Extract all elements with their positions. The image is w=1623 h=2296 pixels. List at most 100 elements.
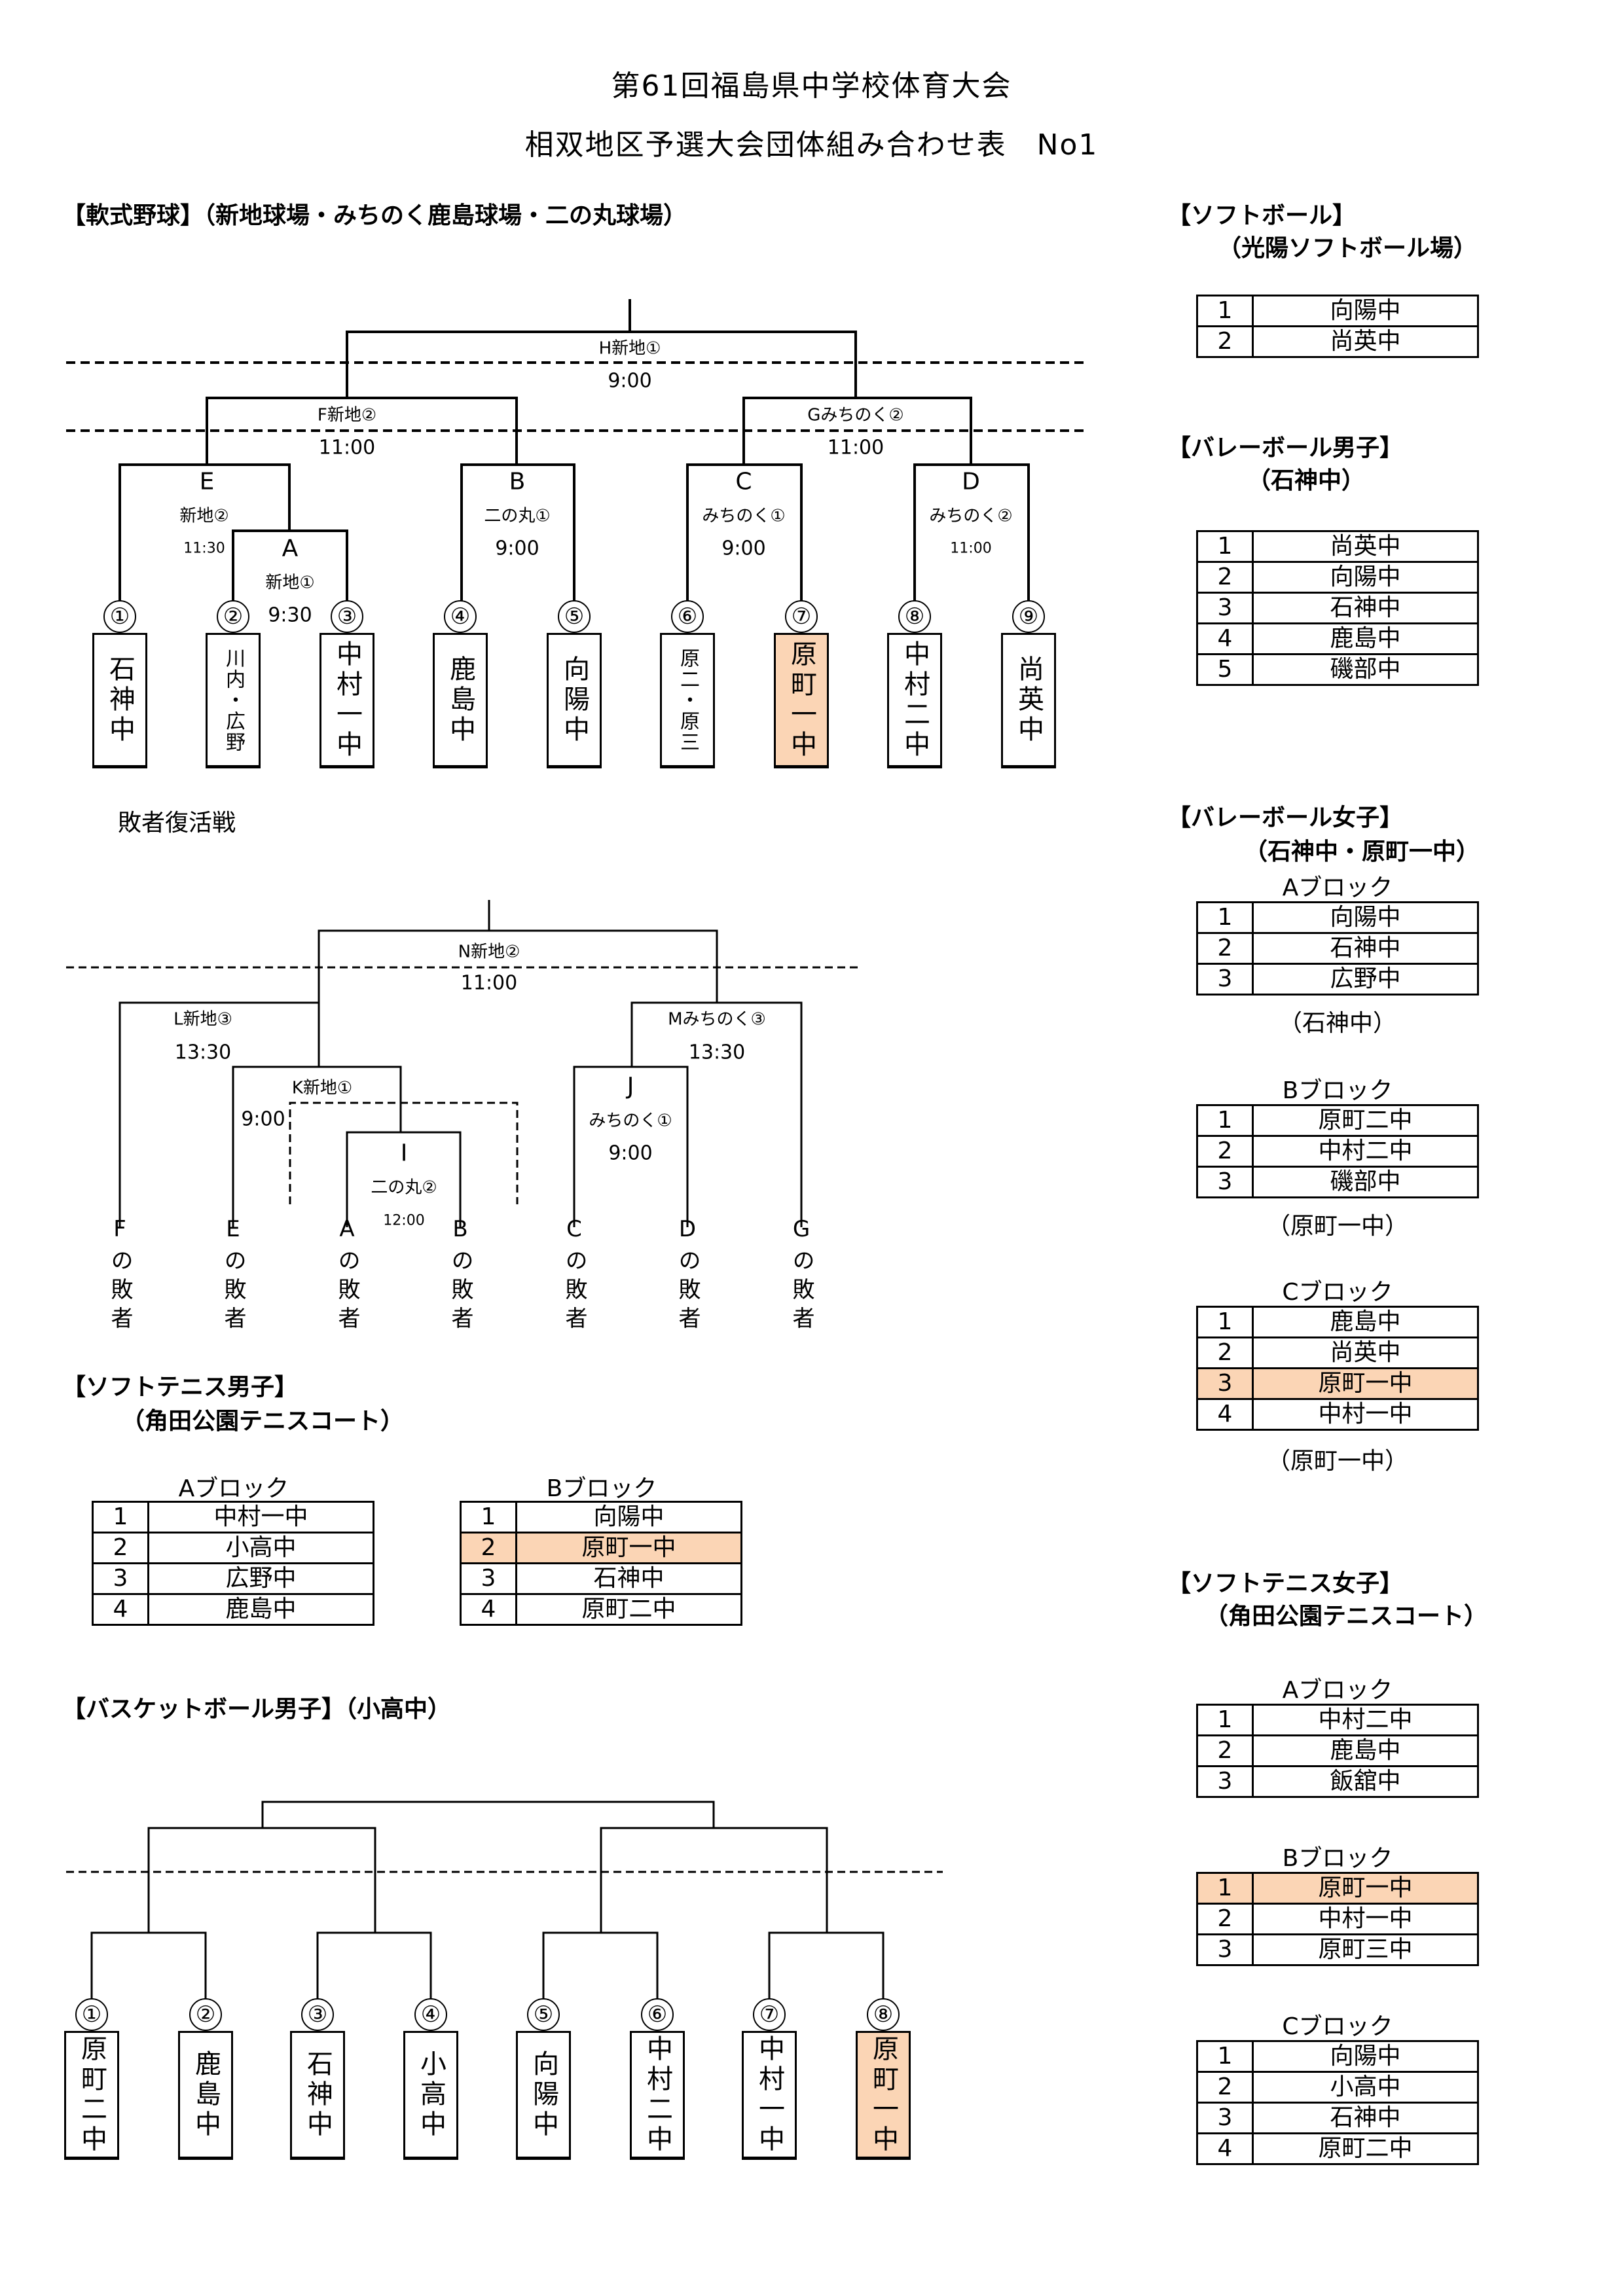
row-team: 広野中 [1252, 963, 1479, 996]
baseball-seed-1: ① [103, 600, 136, 633]
baseball-team-box: 原二・原三 [660, 633, 715, 768]
row-number: 3 [92, 1562, 149, 1595]
bb-qf-2 [316, 1931, 432, 2001]
block-host: （原町一中） [1266, 1448, 1409, 1475]
baseball-team-name: 向陽中 [559, 655, 589, 745]
row-number: 2 [92, 1532, 149, 1564]
match-E-venue: 新地② [179, 506, 229, 526]
basketball_boys-team-box: 中村二中 [630, 2031, 685, 2160]
match-M-time: 13:30 [688, 1041, 746, 1064]
block-label: Aブロック [1282, 1677, 1393, 1704]
basketball-heading: 【バスケットボール男子】（小高中） [62, 1696, 452, 1723]
match-J-time: 9:00 [608, 1141, 653, 1165]
bb-final [261, 1801, 715, 1828]
match-K-time: 9:00 [241, 1107, 285, 1131]
baseball-seed-6: ⑥ [671, 600, 704, 633]
row-team: 石神中 [1252, 932, 1479, 965]
row-team: 鹿島中 [1252, 622, 1479, 655]
row-number: 2 [1196, 932, 1254, 965]
match-D-letter: D [962, 468, 980, 495]
volleyball-boys-heading: 【バレーボール男子】 [1167, 435, 1404, 461]
row-team: 石神中 [1252, 2102, 1479, 2134]
row-team: 中村一中 [1252, 1903, 1479, 1935]
row-number: 3 [1196, 2102, 1254, 2134]
baseball-team-box: 鹿島中 [433, 633, 488, 768]
bb-qf-1 [90, 1931, 207, 2001]
row-number: 1 [1196, 1872, 1254, 1905]
match-L-time: 13:30 [174, 1041, 232, 1064]
baseball-team-name: 尚英中 [1013, 655, 1044, 745]
match-I-letter: I [400, 1139, 408, 1167]
row-team: 原町一中 [1252, 1872, 1479, 1905]
row-team: 鹿島中 [147, 1593, 374, 1626]
baseball-team-name: 原町一中 [786, 639, 816, 761]
row-number: 3 [1196, 1367, 1254, 1400]
softball-heading: 【ソフトボール】 [1167, 202, 1357, 229]
basketball_boys-team-name: 向陽中 [528, 2049, 558, 2140]
bracket-reserve-dashed [289, 1102, 519, 1204]
bb-qf-4 [768, 1931, 884, 2001]
bracket-match-J [573, 1066, 689, 1227]
softtennis-boys-venue: （角田公園テニスコート） [121, 1408, 405, 1435]
row-number: 1 [1196, 1306, 1254, 1338]
baseball-seed-3: ③ [331, 600, 363, 633]
row-number: 1 [1196, 295, 1254, 327]
match-M-label: Mみちのく③ [668, 1009, 766, 1030]
baseball-team-box: 中村一中 [319, 633, 374, 768]
softtennis-boys-heading: 【ソフトテニス男子】 [62, 1374, 299, 1401]
row-number: 4 [460, 1593, 517, 1626]
row-team: 鹿島中 [1252, 1306, 1479, 1338]
baseball-team-name: 川内・広野 [222, 647, 245, 753]
row-number: 2 [460, 1532, 517, 1564]
match-B-time: 9:00 [495, 537, 539, 560]
row-team: 中村一中 [1252, 1398, 1479, 1431]
basketball_boys-team-box: 向陽中 [516, 2031, 571, 2160]
basketball_boys-team-name: 原町二中 [77, 2034, 107, 2155]
block-host: （原町一中） [1266, 1213, 1409, 1240]
bracket-match-A [232, 529, 348, 602]
block-label: Aブロック [178, 1475, 289, 1502]
basketball_boys-team-name: 中村二中 [642, 2034, 672, 2155]
basketball_boys-seed-8: ⑧ [867, 1998, 900, 2031]
basketball_boys-seed-2: ② [189, 1998, 222, 2031]
row-number: 4 [1196, 1398, 1254, 1431]
row-team: 飯舘中 [1252, 1765, 1479, 1798]
row-number: 2 [1196, 1903, 1254, 1935]
row-number: 2 [1196, 1734, 1254, 1767]
row-team: 広野中 [147, 1562, 374, 1595]
basketball_boys-seed-5: ⑤ [527, 1998, 560, 2031]
row-number: 1 [460, 1501, 517, 1534]
row-number: 3 [460, 1562, 517, 1595]
consolation-slot: Cの敗者 [561, 1216, 587, 1335]
baseball-team-box: 原町一中 [774, 633, 829, 768]
row-team: 小高中 [147, 1532, 374, 1564]
consolation-slot: Gの敗者 [788, 1216, 814, 1335]
basketball_boys-team-box: 原町二中 [64, 2031, 119, 2160]
row-team: 中村一中 [147, 1501, 374, 1534]
row-team: 磯部中 [1252, 1166, 1479, 1198]
page-title-line1: 第61回福島県中学校体育大会 [611, 69, 1012, 103]
volleyball-boys-venue: （石神中） [1247, 467, 1366, 494]
row-number: 1 [1196, 1104, 1254, 1137]
basketball_boys-team-name: 原町一中 [868, 2034, 898, 2155]
match-B-letter: B [509, 468, 526, 495]
